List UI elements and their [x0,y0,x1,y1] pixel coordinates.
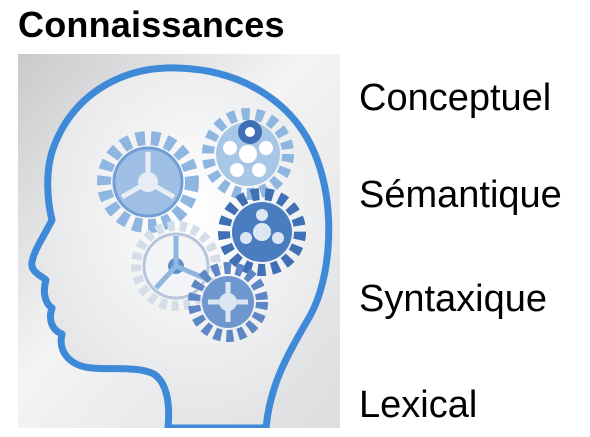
term-lexical: Lexical [359,384,478,426]
gear-icon [218,188,306,276]
gear-icon [188,262,268,342]
gear-icon [238,120,262,144]
page-title: Connaissances [18,4,285,45]
term-syntaxique: Syntaxique [359,278,548,320]
gear-icon [97,131,199,233]
term-semantique: Sémantique [359,174,562,216]
head-with-gears-icon [18,54,340,428]
gear-icon [202,108,294,200]
term-conceptuel: Conceptuel [359,77,552,119]
